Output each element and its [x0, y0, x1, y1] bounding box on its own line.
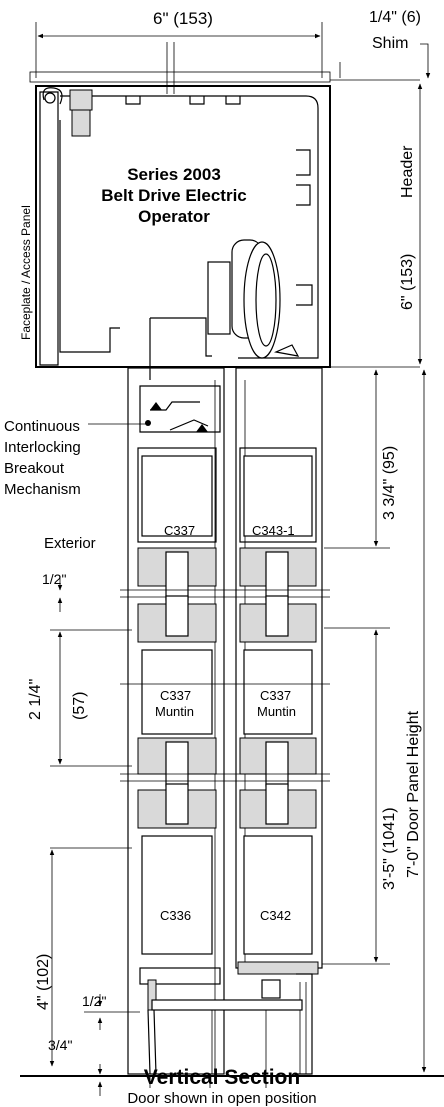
operator-title: Series 2003 Belt Drive Electric Operator [101, 165, 247, 226]
svg-text:1/2": 1/2" [82, 993, 106, 1009]
left-dimensions: 1/2" 2 1/4" (57) 4" (102) 1/2" 3/4" [27, 571, 140, 1096]
svg-text:Mechanism: Mechanism [4, 481, 81, 498]
panel-c342: C342 [260, 908, 291, 923]
header-assembly [29, 42, 420, 380]
svg-text:3'-5" (1041): 3'-5" (1041) [381, 807, 398, 890]
panel-c343: C343-1 [252, 523, 295, 538]
svg-text:4" (102): 4" (102) [35, 954, 52, 1010]
svg-text:3 3/4" (95): 3 3/4" (95) [381, 446, 398, 520]
svg-text:Interlocking: Interlocking [4, 439, 81, 456]
title-line2: Belt Drive Electric [101, 186, 247, 205]
panel-c337-top: C337 [164, 523, 195, 538]
breakout-label: Continuous Interlocking Breakout Mechani… [4, 418, 146, 552]
footer-subtitle: Door shown in open position [127, 1090, 316, 1107]
door-panels [120, 367, 330, 1075]
svg-text:(57): (57) [71, 692, 88, 720]
right-dimensions: 3 3/4" (95) 3'-5" (1041) 7'-0" Door Pane… [322, 369, 427, 1073]
top-width-dimension: 6" (153) [35, 9, 323, 78]
panel-c336: C336 [160, 908, 191, 923]
exterior-label: Exterior [44, 535, 96, 552]
svg-text:3/4": 3/4" [48, 1037, 72, 1053]
header-dim-label: 6" (153) [399, 254, 416, 310]
svg-text:Continuous: Continuous [4, 418, 80, 435]
shim-value: 1/4" (6) [369, 9, 421, 26]
panel-muntin-left: Muntin [155, 704, 194, 719]
shim-dimension: 1/4" (6) Shim [339, 9, 431, 79]
svg-text:2 1/4": 2 1/4" [27, 679, 44, 720]
svg-text:Breakout: Breakout [4, 460, 65, 477]
header-label: Header [399, 145, 416, 198]
interlock-row-4 [137, 783, 317, 829]
interlock-row-1 [137, 547, 317, 601]
faceplate-label: Faceplate / Access Panel [19, 205, 33, 340]
shim-label-text: Shim [372, 35, 408, 52]
interlock-row-3 [137, 737, 317, 787]
footer-title: Vertical Section [144, 1066, 300, 1089]
title-line3: Operator [138, 207, 210, 226]
top-width-label: 6" (153) [153, 9, 213, 28]
panel-c337-mid-right: C337 [260, 688, 291, 703]
panel-muntin-right: Muntin [257, 704, 296, 719]
title-line1: Series 2003 [127, 165, 221, 184]
svg-text:1/2": 1/2" [42, 571, 66, 587]
panel-c337-mid-left: C337 [160, 688, 191, 703]
interlock-row-2 [137, 595, 317, 643]
header-dimension: 6" (153) Header [399, 83, 423, 365]
svg-text:7'-0" Door Panel Height: 7'-0" Door Panel Height [405, 710, 422, 878]
